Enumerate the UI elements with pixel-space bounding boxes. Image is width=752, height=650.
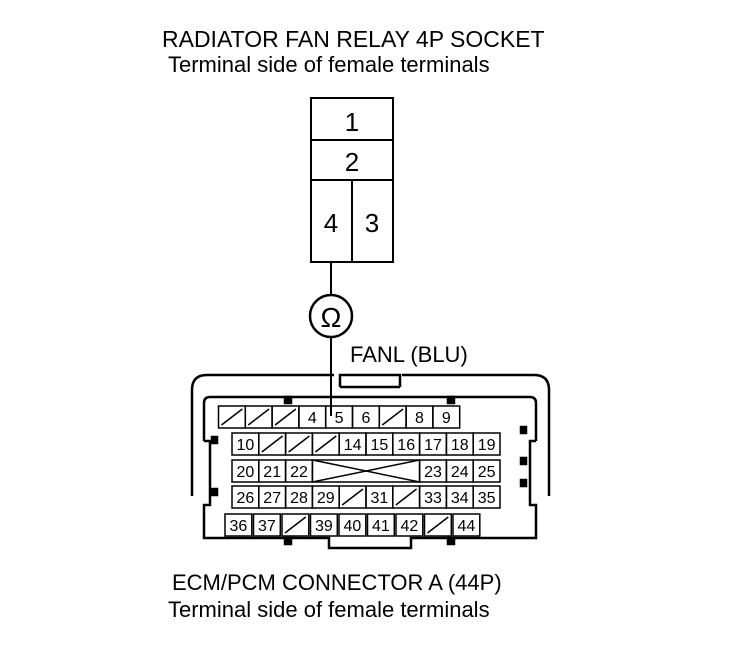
terminal-label: 8 (415, 410, 424, 427)
ecm-connector-title: ECM/PCM CONNECTOR A (44P) (172, 570, 502, 595)
terminal-label: 6 (361, 410, 370, 427)
relay-terminal-3: 3 (365, 208, 379, 238)
terminal-label: 19 (478, 437, 496, 454)
terminal-label: 36 (230, 518, 248, 535)
blank-terminal-slash (427, 516, 449, 534)
blank-terminal-slash (395, 488, 418, 506)
svg-text:Ω: Ω (321, 302, 342, 333)
ohmmeter-icon: Ω (308, 293, 354, 339)
ecm-connector-subtitle: Terminal side of female terminals (168, 597, 490, 622)
terminal-label: 33 (424, 490, 442, 507)
ecm-connector-housing (190, 373, 551, 550)
terminal-label: 10 (237, 437, 255, 454)
terminal-label: 27 (263, 490, 281, 507)
terminal-label: 24 (451, 464, 469, 481)
terminal-label: 29 (317, 490, 335, 507)
terminal-label: 34 (451, 490, 469, 507)
blank-terminal-slash (288, 435, 310, 453)
terminal-label: 15 (371, 437, 389, 454)
terminal-label: 14 (344, 437, 362, 454)
relay-socket-subtitle: Terminal side of female terminals (168, 52, 490, 77)
terminal-label: 39 (315, 518, 333, 535)
terminal-label: 41 (372, 518, 390, 535)
keyway-cross (312, 459, 420, 483)
relay-socket (310, 97, 394, 263)
blank-terminal-slash (381, 408, 404, 426)
terminal-label: 17 (424, 437, 442, 454)
terminal-label: 28 (290, 490, 308, 507)
blank-terminal-slash (341, 488, 364, 506)
terminal-label: 25 (478, 464, 496, 481)
blank-terminal-slash (221, 408, 243, 426)
terminal-label: 31 (371, 490, 389, 507)
terminal-label: 26 (237, 490, 255, 507)
terminal-label: 21 (263, 464, 281, 481)
relay-terminal-2: 2 (345, 147, 359, 177)
terminal-label: 20 (237, 464, 255, 481)
terminal-label: 23 (424, 464, 442, 481)
terminal-label: 37 (258, 518, 276, 535)
blank-terminal-slash (314, 435, 337, 453)
terminal-label: 44 (458, 518, 476, 535)
relay-socket-title: RADIATOR FAN RELAY 4P SOCKET (162, 26, 545, 52)
relay-terminal-1: 1 (345, 107, 359, 137)
blank-terminal-slash (261, 435, 284, 453)
relay-terminal-4: 4 (324, 208, 338, 238)
terminal-label: 35 (478, 490, 496, 507)
blank-terminal-slash (284, 516, 307, 534)
terminal-label: 18 (451, 437, 469, 454)
blank-terminal-slash (274, 408, 297, 426)
terminal-label: 42 (401, 518, 419, 535)
wire-label: FANL (BLU) (350, 342, 468, 367)
terminal-label: 22 (290, 464, 308, 481)
terminal-label: 16 (397, 437, 415, 454)
terminal-label: 9 (442, 410, 451, 427)
terminal-label: 4 (308, 410, 317, 427)
terminal-label: 40 (344, 518, 362, 535)
terminal-label: 5 (335, 410, 344, 427)
blank-terminal-slash (247, 408, 270, 426)
